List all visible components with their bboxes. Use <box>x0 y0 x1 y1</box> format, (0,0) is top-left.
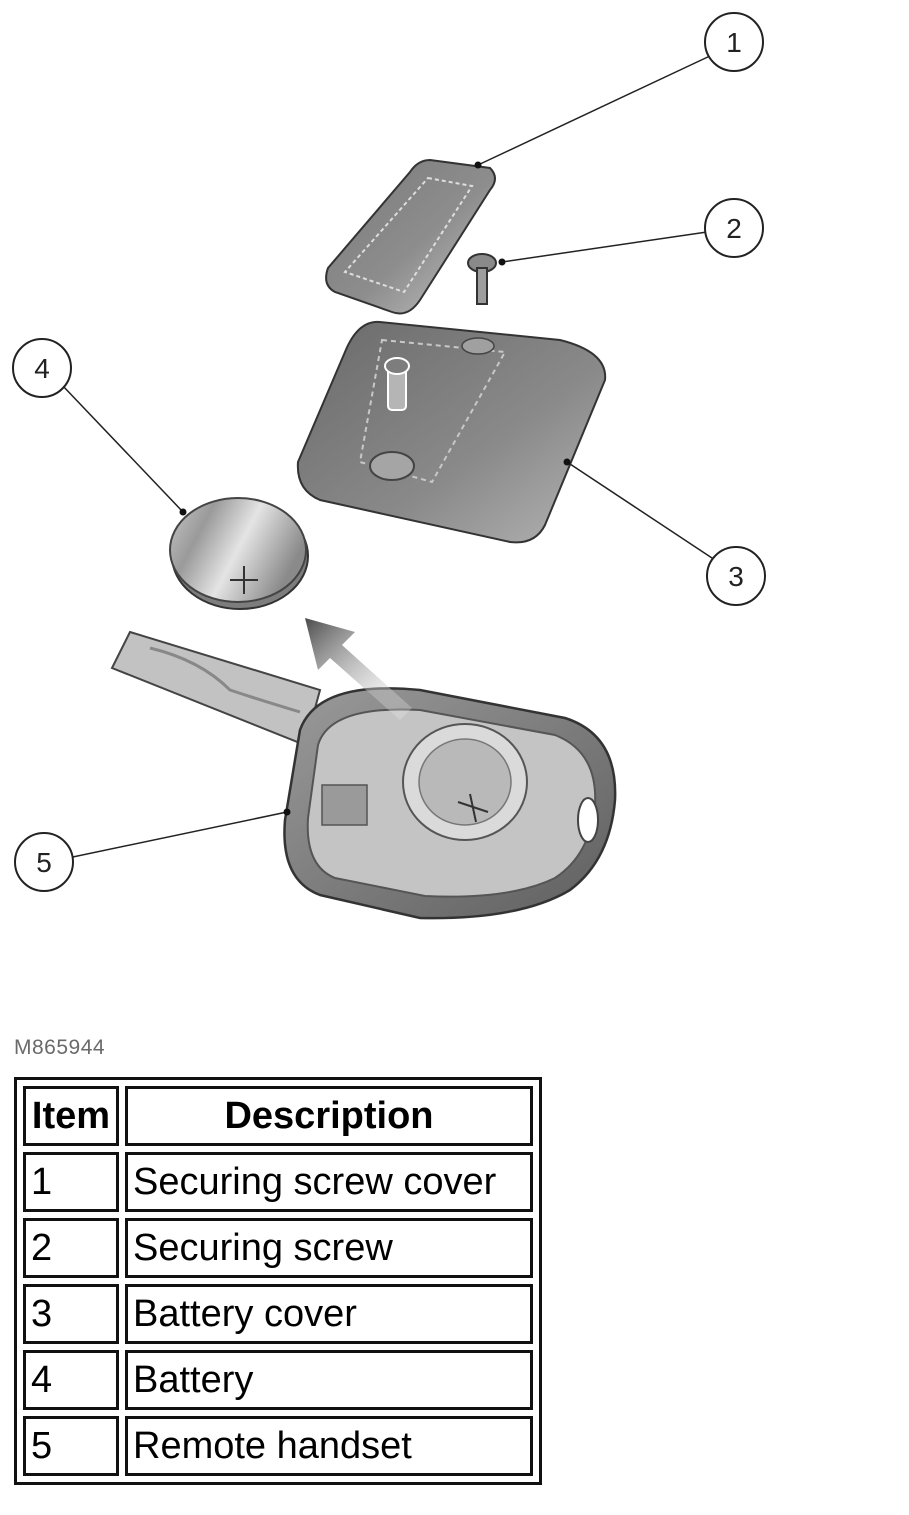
callout-4: 4 <box>12 338 72 398</box>
svg-text:2: 2 <box>726 213 742 244</box>
legend-item-description: Securing screw cover <box>125 1152 533 1212</box>
legend-item-description: Battery cover <box>125 1284 533 1344</box>
direction-arrow <box>305 618 412 720</box>
table-row: 3 Battery cover <box>23 1284 533 1344</box>
callout-1: 1 <box>704 12 764 72</box>
battery-cover <box>296 320 607 544</box>
svg-text:3: 3 <box>728 561 744 592</box>
securing-screw-cover <box>325 158 496 315</box>
legend-item-description: Remote handset <box>125 1416 533 1476</box>
callout-5: 5 <box>14 832 74 892</box>
table-row: 1 Securing screw cover <box>23 1152 533 1212</box>
legend-item-number: 1 <box>23 1152 119 1212</box>
legend-header-item: Item <box>23 1086 119 1146</box>
legend-item-description: Battery <box>125 1350 533 1410</box>
table-row: 5 Remote handset <box>23 1416 533 1476</box>
svg-text:4: 4 <box>34 353 50 384</box>
legend-item-number: 5 <box>23 1416 119 1476</box>
svg-text:1: 1 <box>726 27 742 58</box>
legend-table: Item Description 1 Securing screw cover … <box>14 1077 542 1485</box>
remote-handset <box>110 630 617 920</box>
table-row: 4 Battery <box>23 1350 533 1410</box>
legend-header-row: Item Description <box>23 1086 533 1146</box>
table-row: 2 Securing screw <box>23 1218 533 1278</box>
battery <box>169 497 309 610</box>
svg-text:5: 5 <box>36 847 52 878</box>
figure-code: M865944 <box>14 1036 106 1059</box>
legend-header-description: Description <box>125 1086 533 1146</box>
legend-item-number: 3 <box>23 1284 119 1344</box>
exploded-diagram: 1 2 3 4 5 <box>12 12 766 920</box>
leader-dots <box>179 161 571 816</box>
legend-item-number: 4 <box>23 1350 119 1410</box>
legend-item-number: 2 <box>23 1218 119 1278</box>
legend-item-description: Securing screw <box>125 1218 533 1278</box>
leader-lines <box>61 54 716 859</box>
securing-screw <box>467 253 497 305</box>
callout-3: 3 <box>706 546 766 606</box>
callout-2: 2 <box>704 198 764 258</box>
